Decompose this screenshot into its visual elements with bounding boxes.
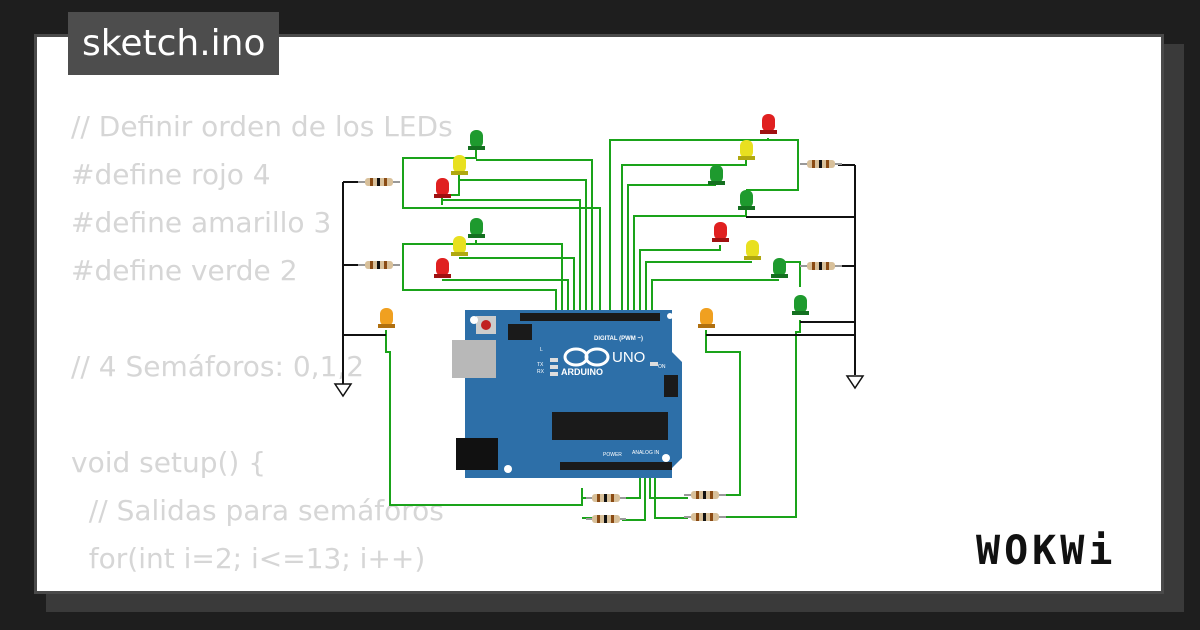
board-model: UNO: [612, 349, 645, 366]
code-line: void setup() {: [71, 446, 267, 479]
board-brand: ARDUINO: [561, 367, 603, 377]
reset-button: [481, 320, 491, 330]
tx-label: TX: [537, 362, 544, 368]
code-line: // 4 Semáforos: 0,1,2: [71, 350, 365, 383]
led-yellow: [744, 240, 761, 260]
led-green: [468, 130, 485, 150]
code-editor[interactable]: // Definir orden de los LEDs #define rojo…: [71, 103, 453, 591]
file-tab[interactable]: sketch.ino: [68, 12, 280, 75]
led-green: [708, 165, 725, 185]
resistors: [358, 160, 842, 523]
ground-wires: [342, 164, 856, 385]
code-line: #define verde 2: [71, 254, 298, 287]
led-green: [792, 295, 809, 315]
led-green: [738, 190, 755, 210]
led-yellow: [451, 236, 468, 256]
led-green: [771, 258, 788, 278]
digital-header: [520, 313, 660, 321]
digital-label: DIGITAL (PWM ~): [594, 336, 643, 342]
led-yellow: [738, 140, 755, 160]
wokwi-logo: WOKWi: [976, 528, 1117, 574]
code-line: for(int i=2; i<=13; i++): [71, 542, 426, 575]
analog-header: [560, 462, 672, 470]
rx-label: RX: [537, 369, 545, 375]
led-red: [712, 222, 729, 242]
code-line: // Definir orden de los LEDs: [71, 110, 453, 143]
leds: [378, 114, 809, 328]
on-label: ON: [658, 364, 666, 370]
analog-label: ANALOG IN: [632, 450, 660, 456]
arduino-uno-board: ARDUINO UNO DIGITAL (PWM ~) POWER ANALOG…: [452, 310, 682, 478]
l-label: L: [540, 347, 543, 353]
atmega-chip: [552, 412, 668, 440]
led-red: [434, 258, 451, 278]
power-jack: [456, 438, 498, 470]
power-label: POWER: [603, 452, 622, 458]
code-line: #define rojo 4: [71, 158, 271, 191]
led-red: [434, 178, 451, 198]
code-line: #define amarillo 3: [71, 206, 332, 239]
led-orange: [698, 308, 715, 328]
led-yellow: [451, 155, 468, 175]
led-orange: [378, 308, 395, 328]
usb-port: [452, 340, 496, 378]
led-red: [760, 114, 777, 134]
led-green: [468, 218, 485, 238]
ground-icon: [333, 375, 865, 398]
code-line: // Salidas para semáforos: [71, 494, 444, 527]
code-line: {: [71, 583, 453, 591]
